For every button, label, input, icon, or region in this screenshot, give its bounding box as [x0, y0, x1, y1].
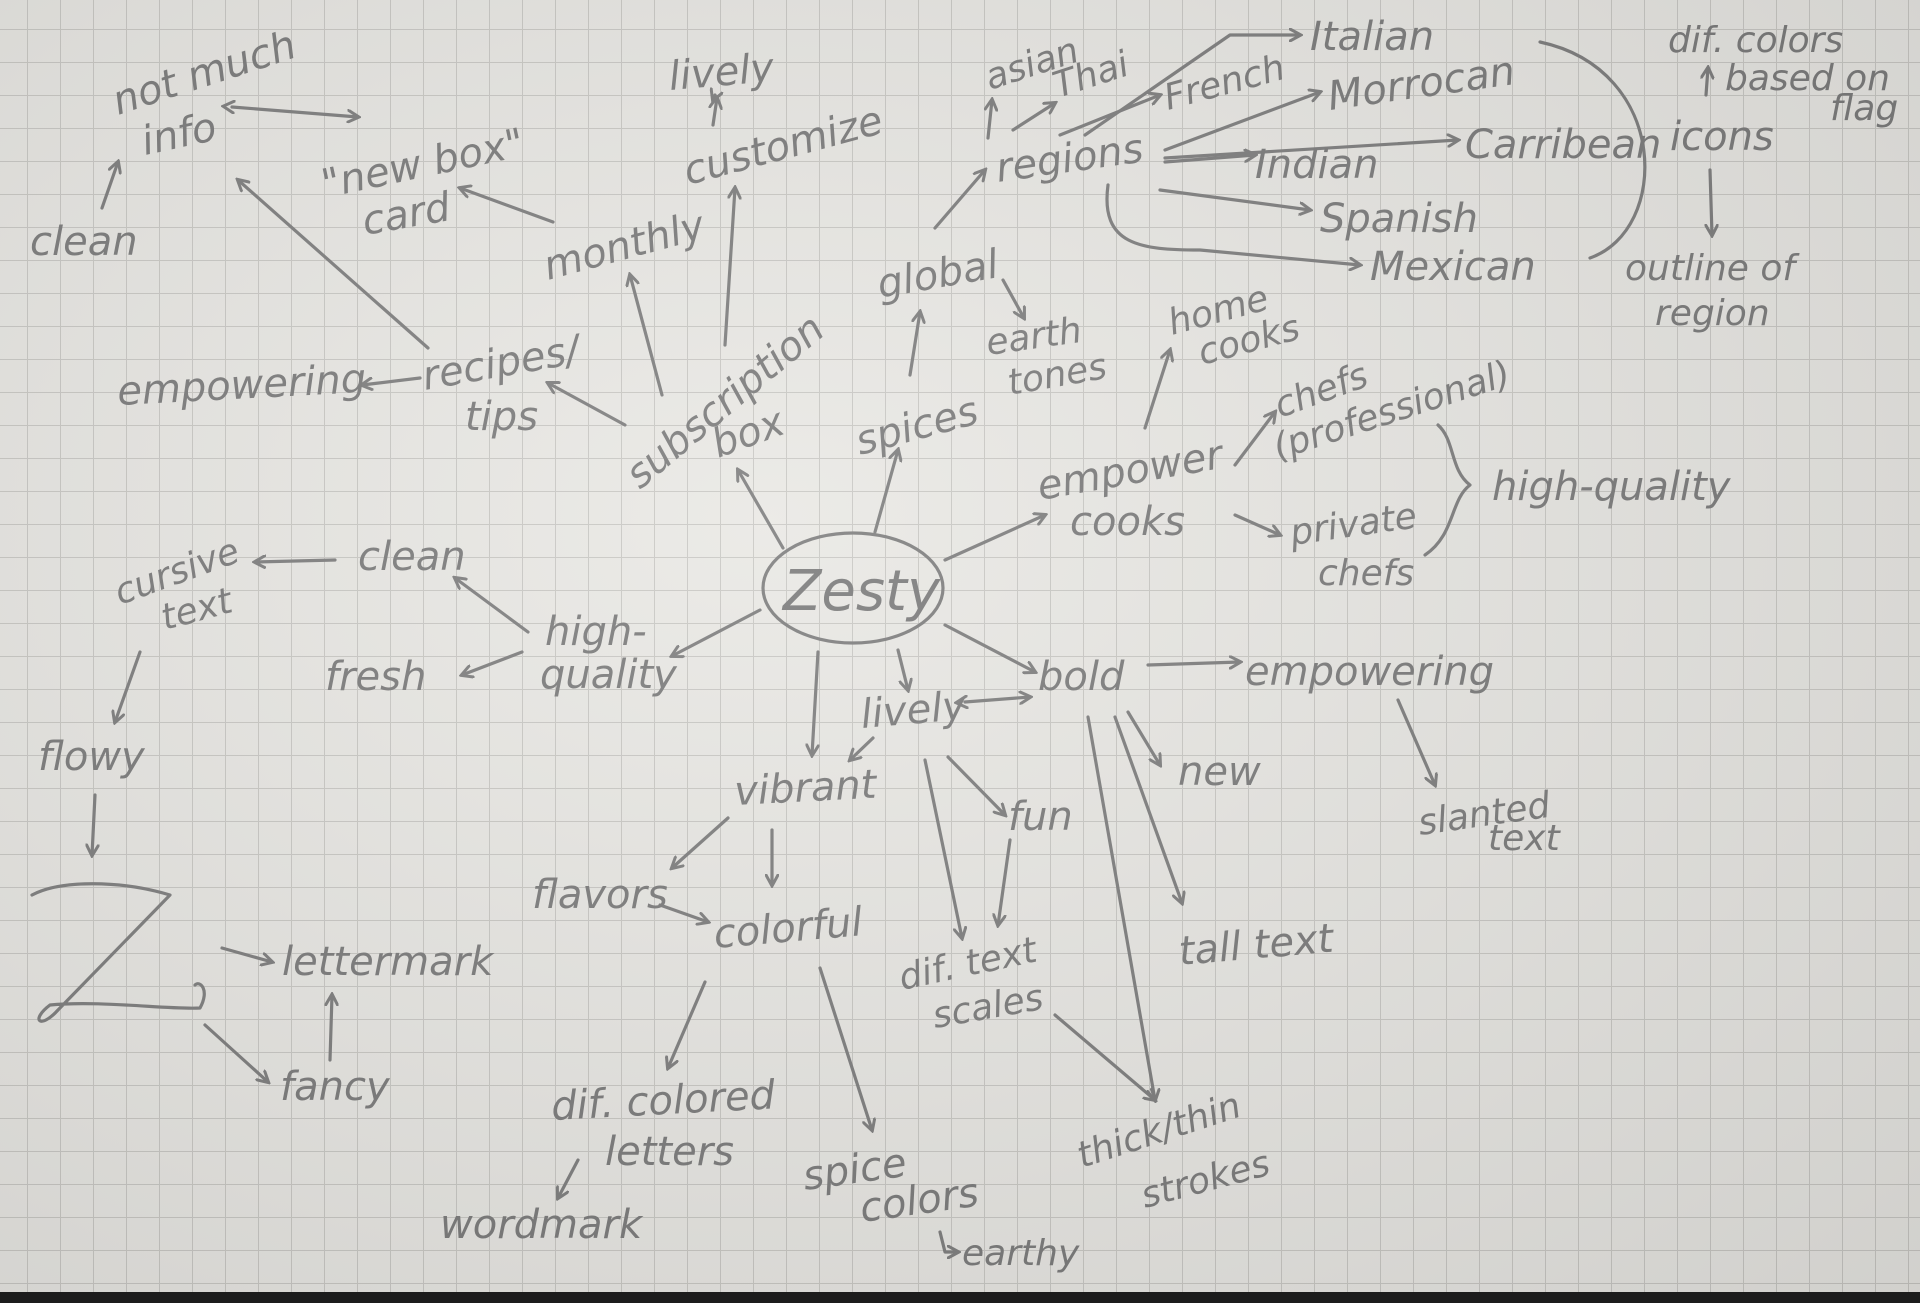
node-indian: Indian [1255, 142, 1379, 188]
node-vibrant: vibrant [733, 762, 879, 815]
node-lively-top: lively [667, 45, 777, 100]
node-flavors: flavors [532, 872, 668, 918]
node-icons: icons [1670, 114, 1774, 160]
node-caribbean: Carribean [1465, 122, 1661, 168]
node-customize: customize [679, 97, 888, 194]
node-private: private [1287, 496, 1420, 554]
node-empowering-right: empowering [1245, 649, 1494, 695]
node-bold: bold [1038, 654, 1125, 700]
node-lively-center: lively [859, 683, 969, 738]
node-outline-of: outline of [1625, 248, 1800, 289]
connector-arrows [92, 35, 1712, 1252]
node-high-quality-left-1: high- [545, 609, 647, 655]
node-wordmark: wordmark [440, 1202, 644, 1248]
node-italian: Italian [1310, 14, 1434, 60]
node-high-quality-right: high-quality [1492, 464, 1732, 510]
node-earthy: earthy [962, 1233, 1080, 1274]
node-clean-left: clean [358, 534, 466, 580]
node-dif-colors: dif. colors [1668, 20, 1843, 61]
node-tips: tips [465, 394, 538, 440]
node-letters: letters [605, 1129, 734, 1175]
node-colorful: colorful [712, 899, 864, 958]
node-clean-top: clean [30, 219, 138, 265]
node-based-on: based on [1725, 58, 1890, 99]
node-region: region [1655, 293, 1770, 334]
node-global: global [874, 241, 1002, 307]
node-lettermark: lettermark [282, 939, 495, 985]
node-mexican: Mexican [1370, 244, 1536, 290]
node-new: new [1178, 749, 1261, 795]
node-regions: regions [993, 126, 1146, 192]
node-dif-colored: dif. colored [550, 1072, 777, 1130]
zesty-title: Zesty [781, 559, 941, 624]
labels: Zesty subscription box spices empower co… [30, 14, 1898, 1274]
node-cooks: cooks [1070, 499, 1185, 545]
zesty-oval [761, 531, 945, 645]
node-flowy: flowy [38, 734, 146, 780]
node-fresh: fresh [325, 654, 426, 700]
node-tall-text: tall text [1177, 916, 1337, 975]
node-spanish: Spanish [1320, 196, 1478, 242]
node-spices: spices [851, 388, 983, 465]
node-high-quality-left-2: quality [540, 652, 678, 698]
node-monthly: monthly [539, 202, 711, 289]
node-slanted-text: text [1488, 818, 1562, 859]
node-fancy: fancy [280, 1064, 391, 1110]
page-edge [0, 1292, 1920, 1303]
z-letter-drawing [30, 882, 206, 1023]
node-private-chefs: chefs [1318, 553, 1414, 594]
node-flag: flag [1830, 88, 1898, 129]
node-french: French [1160, 47, 1290, 118]
node-strokes: strokes [1137, 1143, 1275, 1217]
node-empowering-left: empowering [116, 356, 367, 415]
node-fun: fun [1008, 794, 1073, 840]
